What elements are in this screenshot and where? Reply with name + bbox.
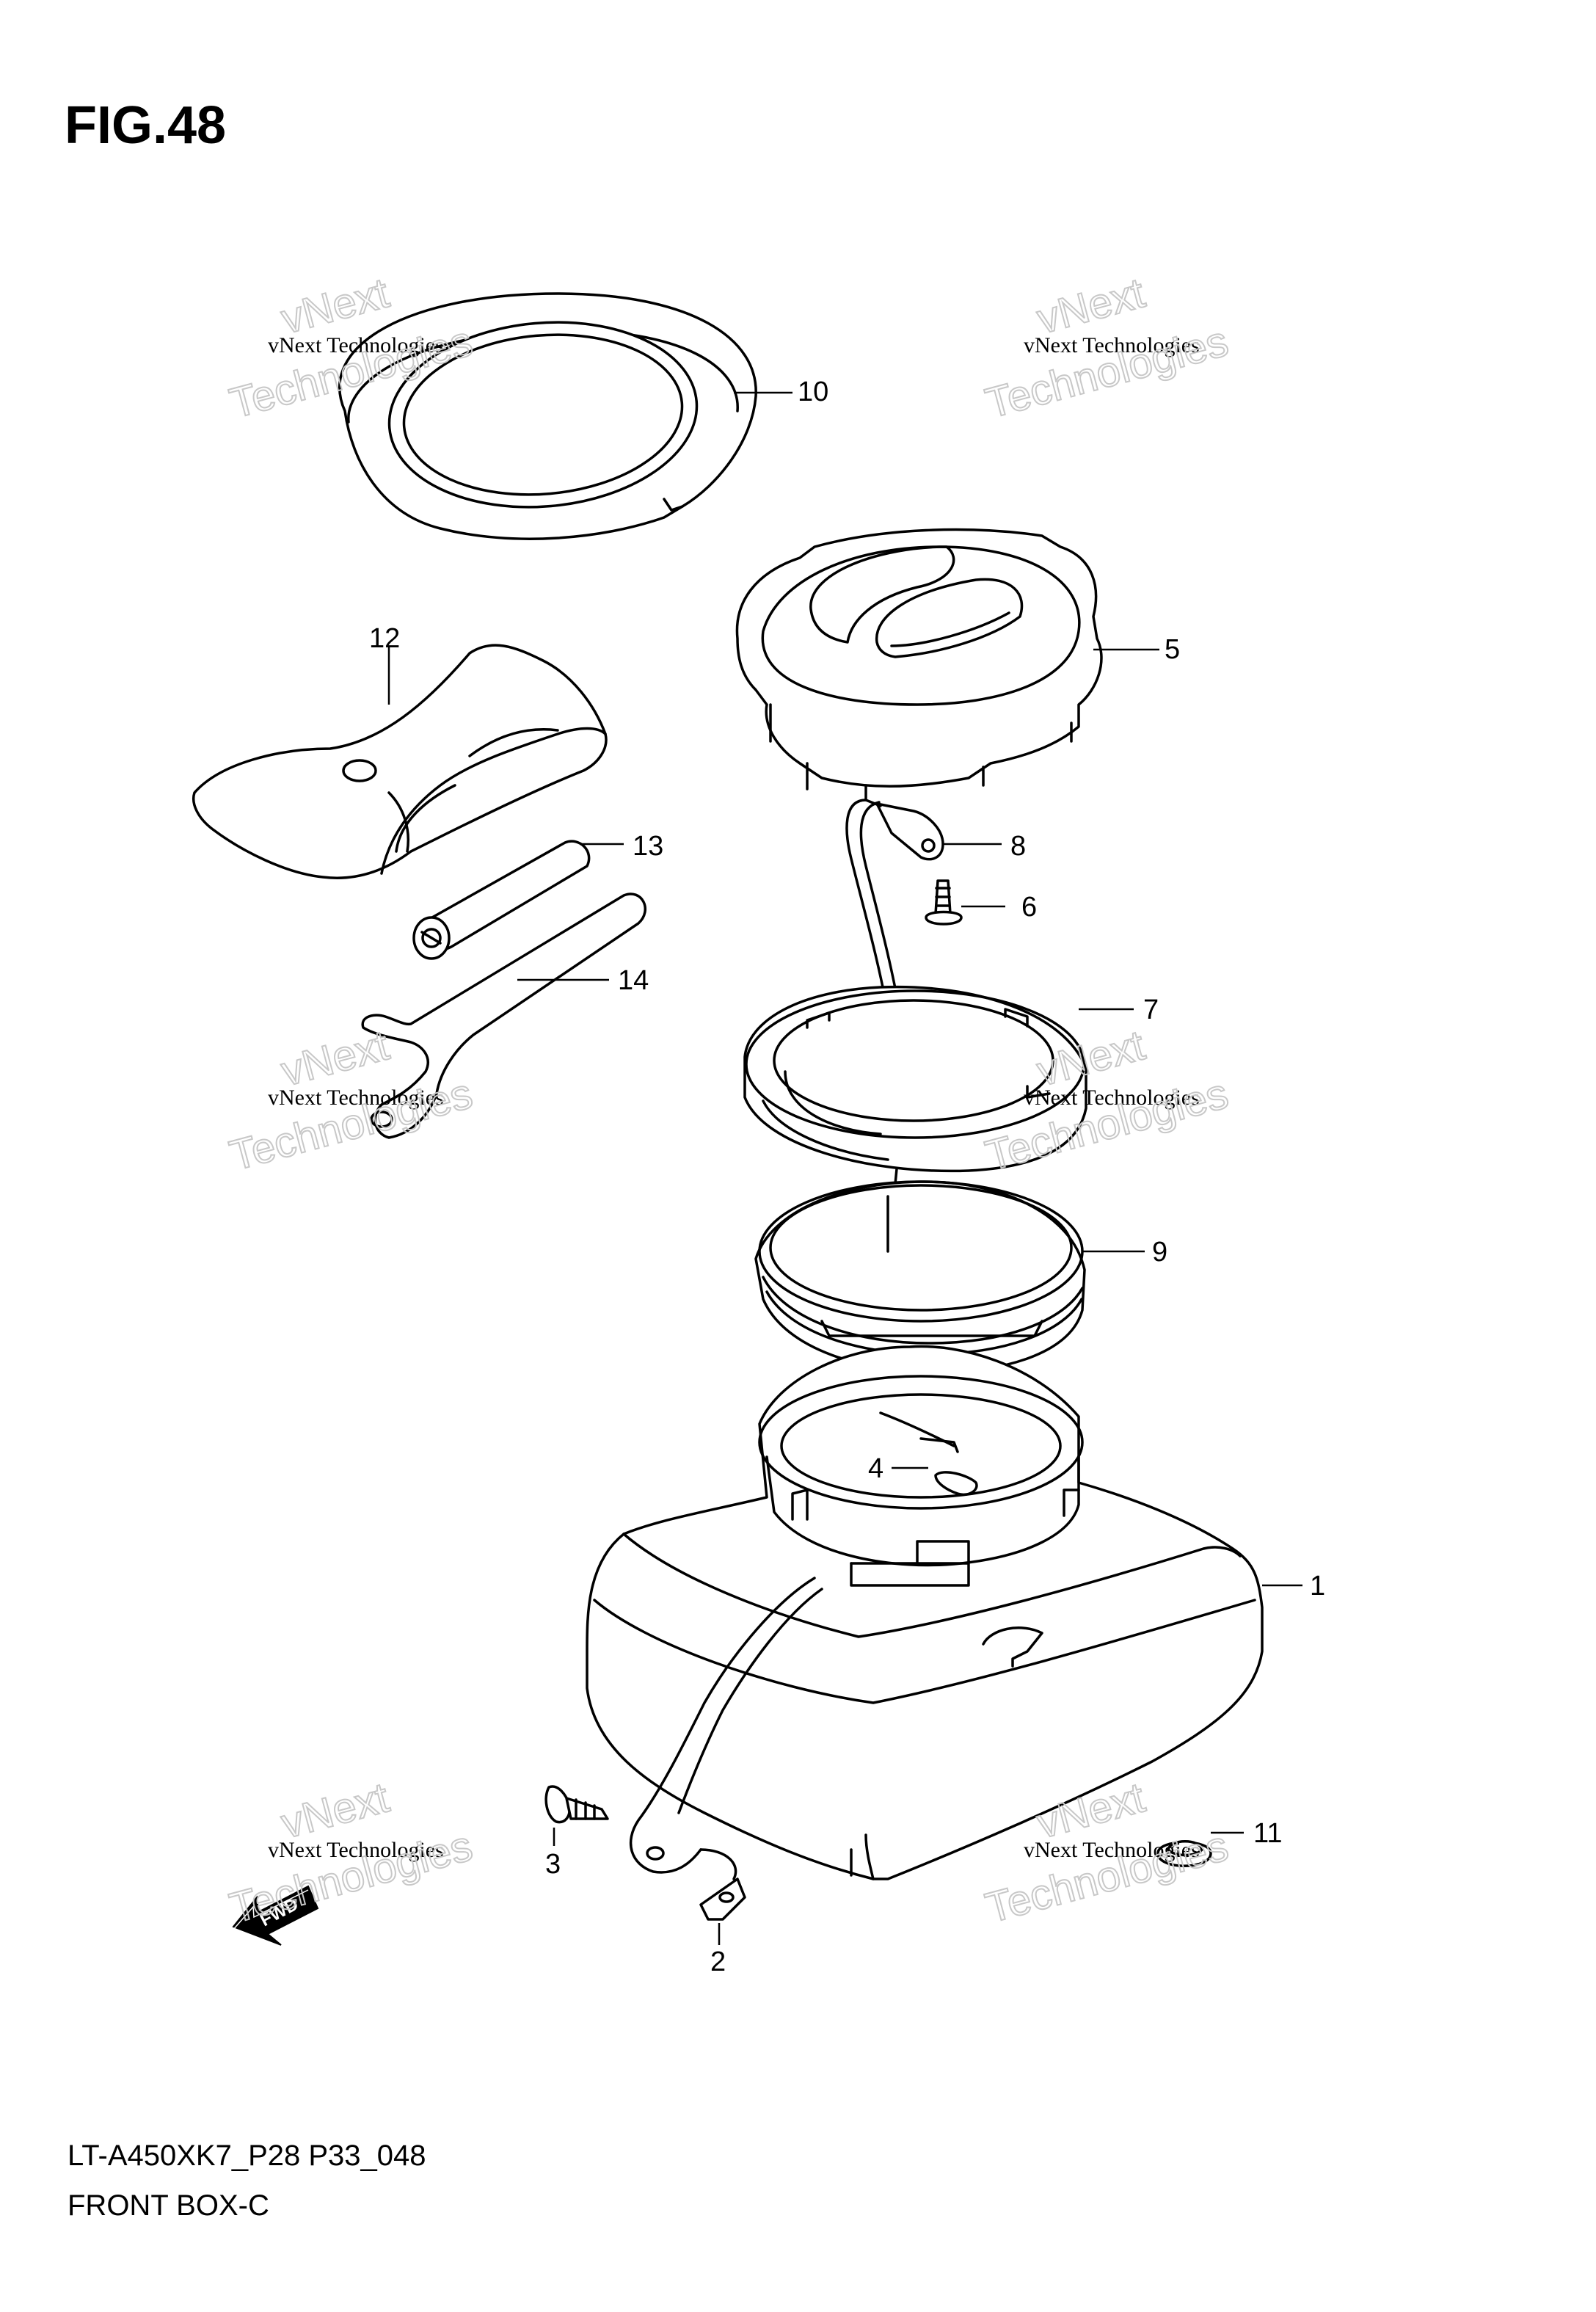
callout-14: 14	[618, 965, 649, 996]
callout-4: 4	[868, 1453, 883, 1484]
watermark-top-right: vNext Technologies vNext Technologies	[980, 268, 1234, 428]
figure-title: FIG.48	[65, 96, 226, 155]
part-2-clip	[699, 1877, 746, 1921]
svg-text:vNext Technologies: vNext Technologies	[268, 1086, 444, 1110]
callout-2: 2	[710, 1946, 726, 1977]
part-11-grommet	[1156, 1840, 1212, 1867]
callout-3: 3	[545, 1849, 561, 1880]
part-4-connector	[879, 1411, 978, 1496]
callout-6: 6	[1021, 892, 1037, 923]
part-8-clip	[864, 799, 944, 861]
part-6-screw	[925, 879, 963, 926]
svg-text:vNext Technologies: vNext Technologies	[268, 1838, 444, 1862]
leader-lines	[387, 391, 1302, 1945]
part-13-tube	[412, 840, 591, 960]
part-7-ring	[743, 985, 1087, 1173]
part-12-tool-bag	[192, 644, 608, 879]
section-name: FRONT BOX-C	[68, 2189, 269, 2222]
svg-text:vNext Technologies: vNext Technologies	[1024, 1086, 1200, 1110]
part-14-spanner	[361, 893, 646, 1139]
watermark-bottom-left: vNext Technologies vNext Technologies	[225, 1773, 478, 1933]
svg-text:vNext: vNext	[277, 1773, 394, 1847]
callout-12: 12	[369, 623, 400, 654]
model-code: LT-A450XK7_P28 P33_048	[68, 2140, 426, 2172]
svg-text:vNext Technologies: vNext Technologies	[1024, 333, 1200, 357]
part-9-nut	[754, 1180, 1086, 1374]
callout-8: 8	[1010, 831, 1026, 862]
callout-11: 11	[1253, 1818, 1282, 1849]
part-5-cap	[735, 528, 1103, 801]
part-3-screw	[544, 1785, 609, 1824]
part-10-seal-ring	[338, 292, 757, 540]
callout-10: 10	[798, 377, 828, 407]
callout-5: 5	[1165, 634, 1180, 665]
callout-1: 1	[1310, 1571, 1325, 1602]
svg-text:vNext: vNext	[1032, 269, 1150, 343]
callout-9: 9	[1152, 1237, 1167, 1268]
svg-text:vNext Technologies: vNext Technologies	[268, 333, 444, 357]
callout-7: 7	[1143, 995, 1159, 1025]
part-1-front-box	[586, 1345, 1264, 1880]
svg-text:vNext Technologies: vNext Technologies	[1024, 1838, 1200, 1862]
callout-13: 13	[633, 831, 663, 862]
svg-text:vNext: vNext	[277, 1021, 394, 1095]
